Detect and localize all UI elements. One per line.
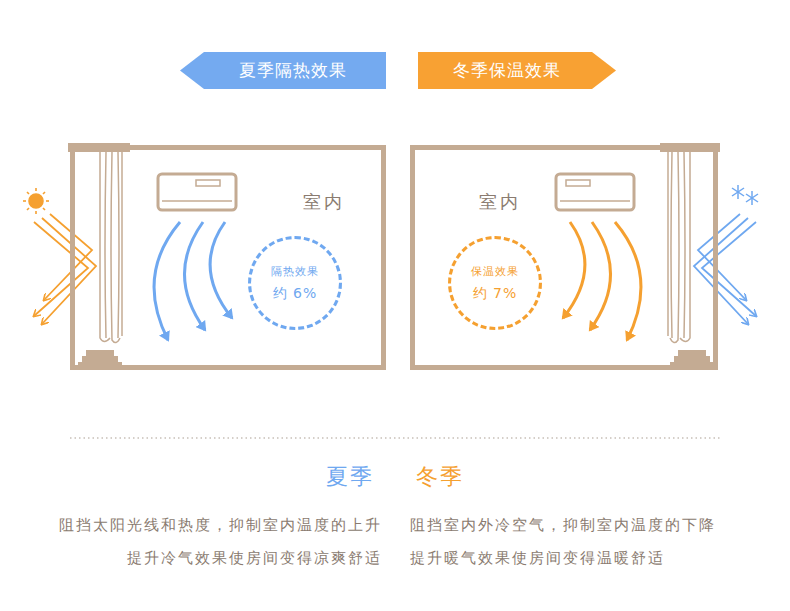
snowflake-icon — [732, 185, 758, 205]
room: 室内保温效果约 7% — [410, 145, 718, 370]
description: 提升冷气效果使房间变得凉爽舒适 — [127, 549, 382, 568]
description: 阻挡室内外冷空气，抑制室内温度的下降 — [410, 516, 716, 535]
banner-fill — [180, 52, 386, 89]
dashed-circle: 隔热效果约 6% — [248, 236, 342, 330]
dotted-divider — [70, 437, 720, 439]
banner-arrow: 夏季隔热效果 — [180, 52, 386, 89]
room-frame-left — [68, 143, 130, 370]
effect-value: 约 7% — [473, 285, 518, 303]
banner-text: 夏季隔热效果 — [239, 59, 347, 82]
sunlight-reflection — [34, 214, 96, 324]
banner-arrow: 冬季保温效果 — [418, 52, 616, 89]
curtain-left — [100, 152, 122, 343]
banner-text: 冬季保温效果 — [453, 59, 561, 82]
room: 室内隔热效果约 6% — [70, 145, 386, 370]
description: 提升暖气效果使房间变得温暖舒适 — [410, 549, 665, 568]
warm-airflow — [563, 222, 641, 340]
season-heading: 夏季 — [326, 462, 374, 492]
effect-title: 隔热效果 — [271, 264, 319, 279]
air-conditioner-right — [556, 174, 634, 210]
description: 阻挡太阳光线和热度，抑制室内温度的上升 — [59, 516, 382, 535]
effect-title: 保温效果 — [471, 264, 519, 279]
room-label: 室内 — [479, 190, 521, 214]
season-heading: 冬季 — [416, 462, 464, 492]
banner-fill — [418, 52, 616, 89]
cool-airflow — [154, 222, 232, 340]
cold-air-reflection — [694, 214, 756, 324]
effect-value: 约 6% — [273, 285, 318, 303]
sun-icon — [23, 188, 49, 214]
curtain-right — [668, 152, 690, 343]
room-frame-right — [660, 143, 720, 370]
air-conditioner-left — [158, 174, 236, 210]
dashed-circle: 保温效果约 7% — [448, 236, 542, 330]
room-label: 室内 — [303, 190, 345, 214]
